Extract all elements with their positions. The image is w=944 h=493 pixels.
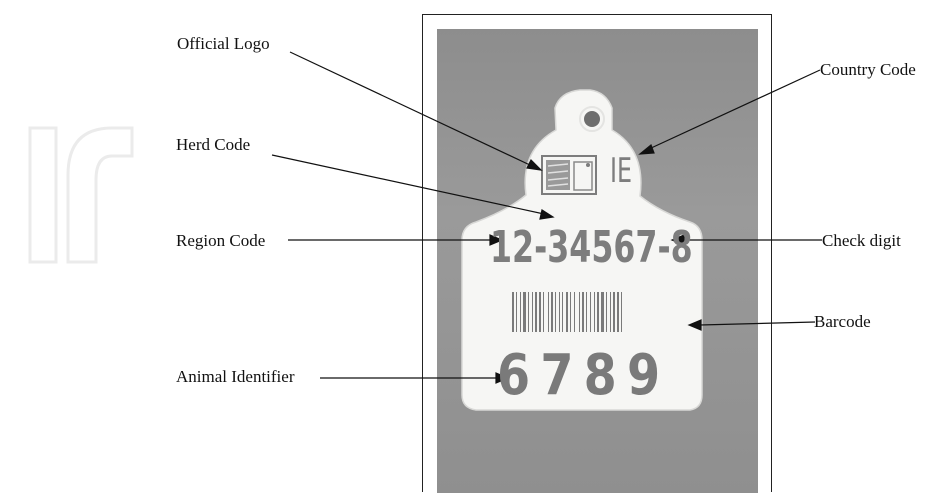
- leader-herd-code: [271, 154, 545, 215]
- country-code-print: IE: [610, 151, 633, 191]
- label-check-digit: Check digit: [822, 231, 901, 250]
- leader-barcode: [699, 321, 816, 326]
- watermark-logo: [28, 126, 134, 264]
- animal-number-print: 6789: [497, 343, 671, 408]
- label-official-logo: Official Logo: [177, 34, 270, 53]
- leader-official-logo: [289, 51, 533, 167]
- leader-country-code: [648, 69, 821, 150]
- label-herd-code: Herd Code: [176, 135, 251, 154]
- label-region-code: Region Code: [176, 231, 266, 250]
- ear-tag-body: [461, 89, 703, 411]
- herd-number-print: 12-34567-8: [490, 222, 693, 273]
- label-barcode: Barcode: [814, 312, 871, 331]
- barcode: [512, 292, 622, 332]
- label-animal-identifier: Animal Identifier: [176, 367, 295, 386]
- tag-hole: [584, 111, 600, 127]
- label-country-code: Country Code: [820, 60, 916, 79]
- official-logo-stamp: [541, 155, 597, 195]
